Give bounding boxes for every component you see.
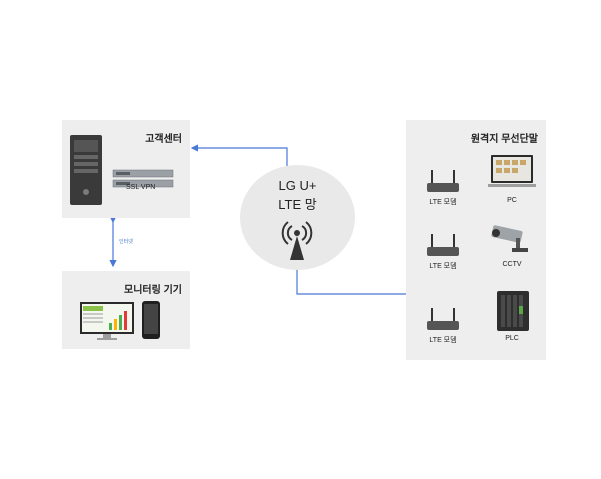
modem-label-1: LTE 모뎀: [429, 199, 457, 206]
network-name-line2: LTE 망: [278, 197, 317, 212]
antenna-signal-icon: [281, 221, 313, 260]
lte-modem-icon: [427, 308, 459, 330]
lte-modem-icon: [427, 234, 459, 256]
network-name-line1: LG U+: [278, 178, 317, 193]
device-label-plc: PLC: [505, 335, 519, 342]
device-label-cctv: CCTV: [502, 261, 522, 268]
customer-center-panel: 고객센터 SSL VPN: [62, 120, 190, 218]
lte-modem-icon: [427, 170, 459, 192]
smartphone-icon: [142, 301, 160, 339]
cctv-camera-icon: [491, 225, 528, 252]
vpn-appliance-icon: [112, 169, 174, 188]
modem-label-2: LTE 모뎀: [429, 263, 457, 270]
arrow-to-remote-terminals: [296, 267, 414, 298]
remote-terminals-title: 원격지 무선단말: [470, 134, 538, 145]
plc-controller-icon: [497, 291, 529, 331]
monitor-icon: [80, 302, 134, 340]
server-tower-icon: [70, 135, 102, 205]
vpn-label: SSL VPN: [126, 184, 156, 191]
modem-label-3: LTE 모뎀: [429, 337, 457, 344]
monitoring-title: 모니터링 기기: [124, 285, 182, 296]
arrow-to-customer-center: [190, 144, 288, 170]
internet-link-label: 인터넷: [119, 239, 133, 245]
pc-icon: [488, 155, 536, 187]
device-label-pc: PC: [507, 197, 517, 204]
monitoring-panel: 모니터링 기기: [62, 271, 190, 349]
remote-terminals-panel: 원격지 무선단말 LTE 모뎀 PC LTE 모뎀 CCTV LT: [406, 120, 546, 360]
customer-center-title: 고객센터: [145, 134, 182, 145]
